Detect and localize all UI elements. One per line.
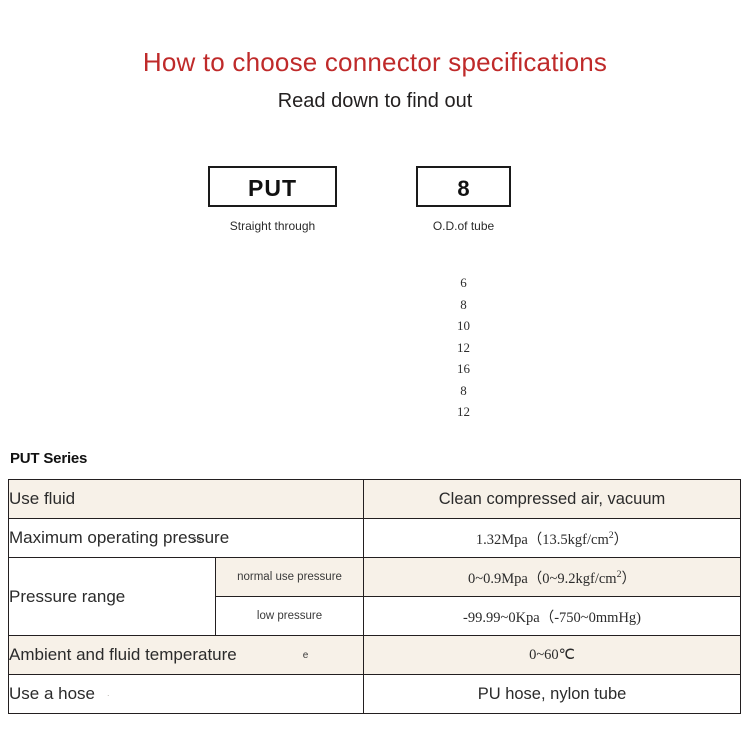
row-value-use-fluid: Clean compressed air, vacuum (363, 479, 742, 519)
series-code-box: PUT (208, 166, 337, 207)
row-value-max-operating-pressure: 1.32Mpa（13.5kgf/cm2） (363, 518, 742, 558)
row-label-ambient-fluid-temperature: Ambient and fluid temperature e (7, 635, 365, 675)
row-label-use-fluid: Use fluid (7, 479, 365, 519)
series-code-caption: Straight through (229, 219, 316, 233)
row-label-text: Ambient and fluid temperature (9, 645, 237, 664)
row-label-pressure-range: Pressure range (8, 557, 216, 636)
row-label-text: Maximum operating pressure (9, 528, 230, 547)
value-tail: ） (621, 570, 637, 587)
row-sublabel-low-pressure: low pressure (214, 596, 365, 636)
size-option: 6 (460, 275, 467, 290)
table-row: low pressure -99.99~0Kpa（-750~0mmHg) (9, 596, 742, 636)
glyph-artifact-dot: . (107, 688, 110, 698)
table-row: Use fluid Clean compressed air, vacuum (7, 479, 742, 519)
size-option: 12 (457, 339, 470, 355)
row-label-text: Use a hose (9, 684, 95, 703)
size-option: 8 (460, 382, 467, 398)
size-option-list: 6 8 10 12 16 8 12 (416, 272, 511, 423)
header: How to choose connector specifications R… (0, 0, 750, 112)
row-sublabel-normal-use-pressure: normal use pressure (214, 557, 365, 597)
size-code-box: 8 (416, 166, 511, 207)
value-main: 0~0.9Mpa（0~9.2kgf/cm (468, 570, 617, 587)
value-tail: ） (613, 531, 629, 548)
size-option: 8 (460, 296, 467, 312)
code-group-size: 8 O.D.of tube (416, 166, 511, 233)
page-title: How to choose connector specifications (142, 47, 608, 77)
spec-table-heading: PUT Series (10, 450, 88, 467)
row-value-ambient-fluid-temperature: 0~60℃ (363, 635, 742, 675)
value-superscript: 2 (616, 568, 622, 580)
code-group-series: PUT Straight through (208, 166, 337, 233)
value-main: 1.32Mpa（13.5kgf/cm (475, 531, 609, 548)
size-option: 16 (457, 361, 470, 376)
value-superscript: 2 (608, 529, 614, 541)
table-row: Use a hose. PU hose, nylon tube (7, 674, 742, 714)
page-subtitle: Read down to find out (277, 89, 473, 112)
row-value-use-a-hose: PU hose, nylon tube (363, 674, 742, 714)
table-row: Pressure range normal use pressure 0~0.9… (8, 557, 742, 636)
size-code-caption: O.D.of tube (432, 219, 495, 233)
row-value-low-pressure: -99.99~0Kpa（-750~0mmHg) (363, 596, 742, 636)
value-main: -99.99~0Kpa（-750~0mmHg) (463, 609, 642, 626)
row-label-use-a-hose: Use a hose. (7, 674, 365, 714)
glyph-artifact-ss: ss (192, 534, 201, 544)
code-breakdown-diagram: PUT Straight through 8 O.D.of tube 6 8 1… (0, 166, 750, 426)
spec-section: PUT Series Use fluid Clean compressed ai… (7, 450, 742, 714)
row-value-normal-use-pressure: 0~0.9Mpa（0~9.2kgf/cm2） (363, 557, 742, 597)
spec-table: Use fluid Clean compressed air, vacuum M… (7, 479, 742, 714)
size-option: 10 (457, 318, 470, 333)
glyph-artifact-e: e (302, 650, 309, 661)
table-row: Ambient and fluid temperature e 0~60℃ (7, 635, 742, 675)
size-option: 12 (457, 404, 470, 419)
